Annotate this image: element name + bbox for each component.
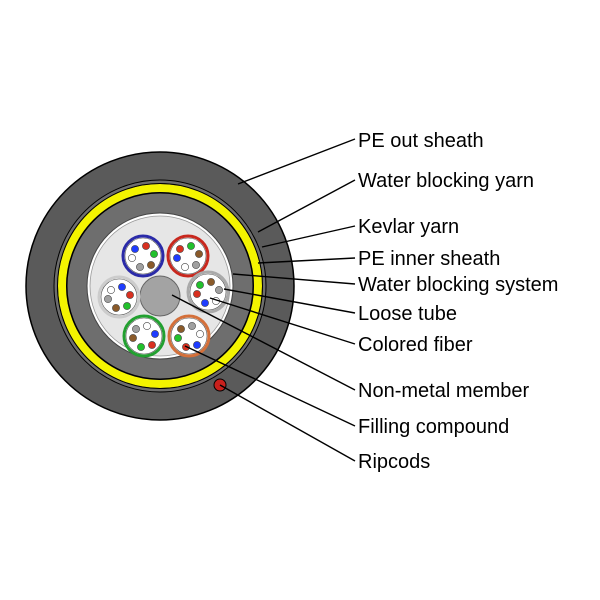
loose-tube-6 [97, 275, 141, 319]
labels: PE out sheath Water blocking yarn Kevlar… [358, 130, 558, 473]
leader-kevlar-yarn [261, 225, 356, 248]
colored-fiber [196, 281, 204, 289]
loose-tube-inner-edge [125, 317, 163, 355]
colored-fiber [118, 283, 126, 291]
colored-fiber [192, 261, 200, 269]
colored-fiber [147, 261, 155, 269]
leader-colored-fiber [209, 297, 356, 345]
label-ripcods: Ripcods [358, 451, 430, 473]
loose-tube-inner-edge [170, 317, 208, 355]
colored-fiber [107, 286, 115, 294]
label-pe-inner-sheath: PE inner sheath [358, 248, 500, 270]
colored-fiber [207, 278, 215, 286]
colored-fiber [196, 330, 204, 338]
leader-ripcods [219, 384, 356, 462]
leader-filling-compound [184, 345, 356, 427]
cable-cross-section [25, 151, 295, 421]
loose-tube-inner-edge [124, 237, 162, 275]
loose-tube-inner-edge [189, 273, 227, 311]
colored-fiber [201, 299, 209, 307]
colored-fiber [173, 254, 181, 262]
loose-tube-inner-edge [100, 278, 138, 316]
colored-fiber [187, 242, 195, 250]
colored-fiber [195, 250, 203, 258]
colored-fiber [128, 254, 136, 262]
label-colored-fiber: Colored fiber [358, 334, 473, 356]
label-water-blocking-system: Water blocking system [358, 274, 558, 296]
label-pe-out-sheath: PE out sheath [358, 130, 484, 152]
label-loose-tube: Loose tube [358, 303, 457, 325]
colored-fiber [136, 263, 144, 271]
leader-water-blocking-system [232, 273, 356, 285]
colored-fiber [148, 341, 156, 349]
loose-tube-2 [166, 234, 210, 278]
leader-pe-out-sheath [237, 138, 356, 185]
label-kevlar-yarn: Kevlar yarn [358, 216, 459, 238]
leader-pe-inner-sheath [257, 257, 356, 264]
leader-lines [171, 138, 356, 462]
colored-fiber [123, 302, 131, 310]
loose-tubes [97, 234, 230, 358]
colored-fiber [151, 330, 159, 338]
loose-tube-3 [186, 270, 230, 314]
kevlar-yarn-ring [58, 184, 262, 388]
colored-fiber [177, 325, 185, 333]
colored-fiber [143, 322, 151, 330]
colored-fiber [174, 334, 182, 342]
loose-tube-1 [121, 234, 165, 278]
colored-fiber [150, 250, 158, 258]
colored-fiber [137, 343, 145, 351]
colored-fiber [193, 341, 201, 349]
colored-fiber [142, 242, 150, 250]
loose-tube-inner-edge [169, 237, 207, 275]
colored-fiber [193, 290, 201, 298]
colored-fiber [176, 245, 184, 253]
colored-fiber [112, 304, 120, 312]
colored-fiber [181, 263, 189, 271]
loose-tube-4 [167, 314, 211, 358]
leader-non-metal-member [171, 294, 356, 391]
colored-fiber [188, 322, 196, 330]
label-water-blocking-yarn: Water blocking yarn [358, 170, 534, 192]
leader-loose-tube [223, 288, 356, 314]
colored-fiber [132, 325, 140, 333]
colored-fiber [129, 334, 137, 342]
leader-water-blocking-yarn [257, 179, 356, 233]
loose-tube-5 [122, 314, 166, 358]
colored-fiber [215, 286, 223, 294]
label-filling-compound: Filling compound [358, 416, 509, 438]
kevlar-ring-outer-edge [57, 183, 263, 389]
colored-fiber [131, 245, 139, 253]
label-non-metal-member: Non-metal member [358, 380, 530, 402]
colored-fiber [126, 291, 134, 299]
colored-fiber [104, 295, 112, 303]
